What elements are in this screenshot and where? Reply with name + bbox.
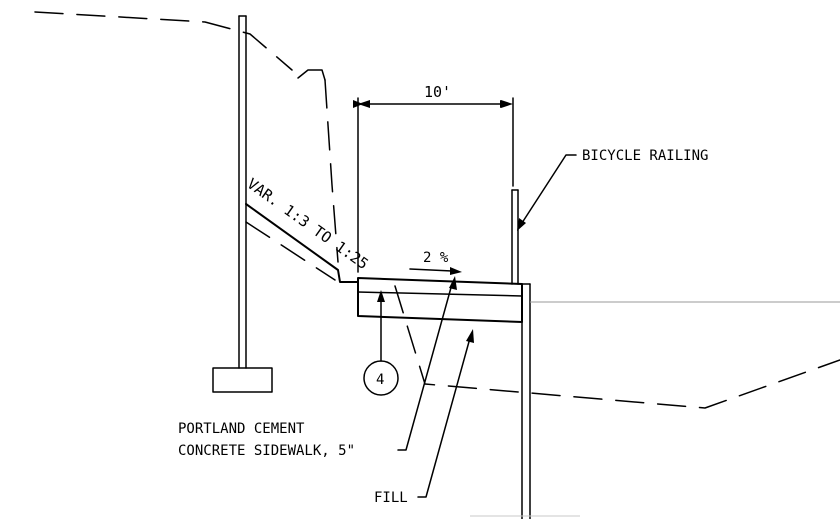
bicycle-railing-label: BICYCLE RAILING: [582, 148, 708, 164]
bicycle-railing-post: [511, 189, 519, 285]
dimension-label: 10': [424, 83, 451, 101]
slope-line: [245, 203, 358, 283]
existing-ground-notch: [297, 69, 326, 81]
slope-label: VAR. 1:3 TO 1:25: [244, 175, 372, 274]
dimension-arrow-left: [358, 100, 370, 108]
fill-label: FILL: [374, 490, 408, 506]
fill-leader: [417, 337, 471, 498]
cross-slope-label: 2 %: [423, 250, 449, 266]
dimension-arrow-right: [501, 100, 513, 108]
bicycle-railing-leader-arrow: [517, 218, 526, 231]
sidewalk-note-line1: PORTLAND CEMENT: [178, 421, 305, 437]
bicycle-railing-leader: [519, 154, 577, 227]
sidewalk-leader: [397, 283, 453, 451]
existing-ground-descent: [324, 79, 339, 263]
callout-number: 4: [376, 372, 384, 388]
callout-leader-arrow: [377, 290, 385, 302]
dimension-10ft: [353, 97, 514, 273]
fill-leader-arrow: [466, 329, 474, 343]
existing-ground-line-upper: [34, 11, 293, 71]
cross-slope-arrow-head: [450, 267, 462, 275]
sidewalk-leader-arrow: [449, 276, 457, 290]
retaining-wall: [521, 283, 531, 519]
cross-slope-arrow-line: [409, 268, 453, 272]
slope-line-dashed: [245, 221, 336, 281]
excavation-line: [394, 285, 840, 409]
sidewalk-note-line2: CONCRETE SIDEWALK, 5": [178, 443, 355, 459]
sign-post: [212, 15, 273, 393]
